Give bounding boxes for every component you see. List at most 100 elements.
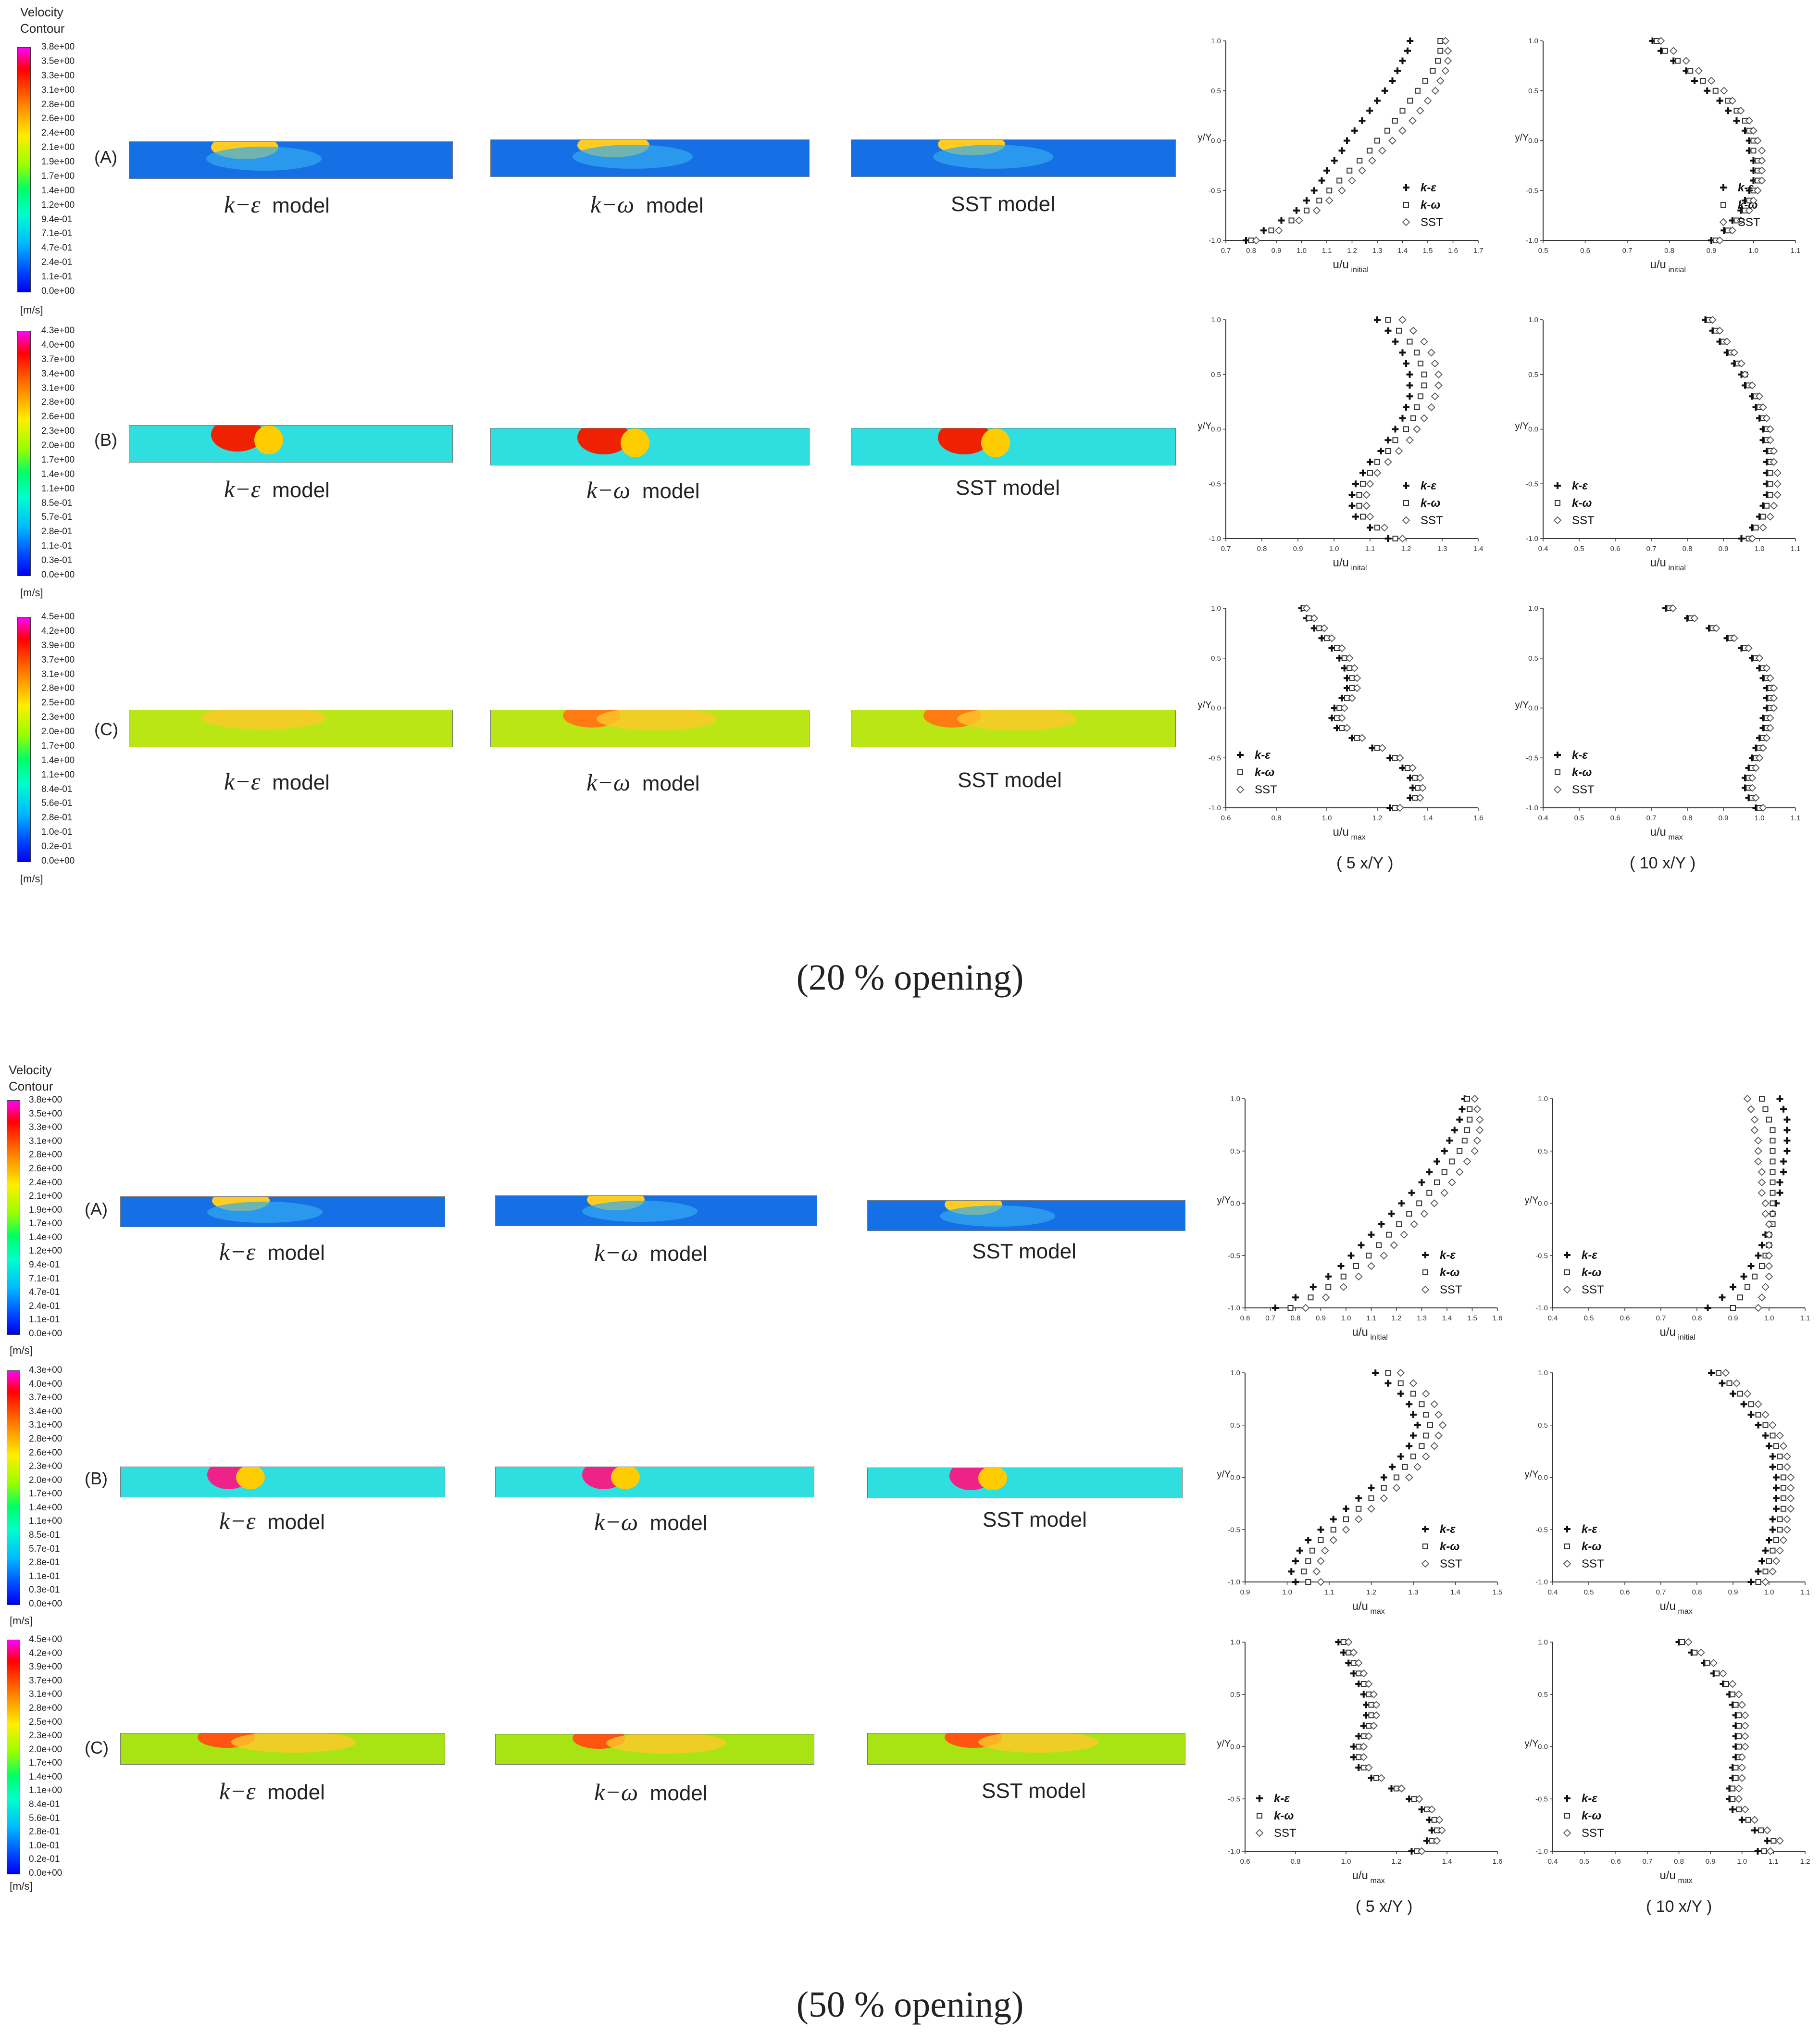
data-point-sst <box>1758 146 1766 155</box>
contour-strip-a-kw <box>490 139 810 177</box>
model-label-ke: k−ε model <box>224 191 330 218</box>
colorbar-tick-label: 8.4e-01 <box>41 784 73 794</box>
x-tick-label: 0.6 <box>1610 545 1621 553</box>
series-k-ε <box>1335 1639 1435 1855</box>
data-point-ke <box>1769 1516 1776 1523</box>
x-tick-label: 0.7 <box>1221 247 1231 255</box>
x-tick-label: 1.2 <box>1347 247 1357 255</box>
data-point-ke <box>1783 1127 1791 1134</box>
series-k-ε <box>1348 316 1413 542</box>
colorbar-tick-label: 1.1e-01 <box>41 272 73 282</box>
contour-strip-a-sst <box>867 1200 1185 1231</box>
data-point-ke <box>1780 1105 1787 1113</box>
colorbar-tick-label: 4.0e+00 <box>29 1379 62 1389</box>
legend-item-SST: SST <box>1402 514 1443 527</box>
colorbar-tick-label: 3.8e+00 <box>41 42 75 52</box>
data-point-kw <box>1461 1138 1468 1143</box>
data-point-ke <box>1458 1105 1466 1113</box>
data-point-kw <box>1687 68 1694 74</box>
data-point-sst <box>1415 1795 1423 1803</box>
data-point-sst <box>1728 1680 1737 1688</box>
data-point-kw <box>1392 118 1398 124</box>
data-point-ke <box>1769 1463 1776 1470</box>
x-axis-label: u/u <box>1650 826 1666 839</box>
contour-strip-b-ke <box>120 1467 445 1497</box>
data-point-sst <box>1772 1557 1781 1565</box>
data-point-sst <box>1342 1525 1350 1534</box>
data-point-sst <box>1473 1136 1482 1145</box>
legend-item-k-ω: k-ω <box>1403 497 1440 510</box>
data-point-kw <box>1356 492 1362 498</box>
data-point-ke <box>1380 1474 1387 1481</box>
data-point-sst <box>1779 1442 1788 1450</box>
colorbar-tick-label: 1.7e+00 <box>29 1218 62 1229</box>
model-label-sst: SST model <box>972 1240 1076 1263</box>
data-point-kw <box>1777 1527 1783 1533</box>
colorbar-tick-label: 2.8e+00 <box>29 1703 62 1713</box>
data-point-ke <box>1318 177 1325 184</box>
data-point-sst <box>1420 1209 1429 1218</box>
data-point-sst <box>1758 1178 1766 1187</box>
plot-label-10xY: ( 10 x/Y ) <box>1646 1897 1712 1916</box>
data-point-sst <box>1353 684 1361 692</box>
data-point-sst <box>1708 315 1717 324</box>
data-point-ke <box>1733 117 1740 124</box>
model-label-ke: k−ε model <box>219 1778 325 1805</box>
x-tick-label: 0.5 <box>1584 1314 1594 1322</box>
data-point-kw <box>1309 1547 1315 1554</box>
colorbar-tick-label: 1.1e+00 <box>41 483 75 494</box>
colorbar-tick-label: 1.4e+00 <box>29 1502 62 1513</box>
data-point-kw <box>1770 1838 1777 1844</box>
x-axis-label-subscript: initial <box>1351 266 1369 274</box>
data-point-sst <box>1720 87 1728 95</box>
plot-label-5xY: ( 5 x/Y ) <box>1356 1897 1413 1916</box>
data-point-ke <box>1764 1837 1771 1845</box>
data-point-sst <box>1329 1536 1338 1544</box>
x-tick-label: 1.4 <box>1450 1588 1460 1596</box>
data-point-kw <box>1403 426 1409 432</box>
data-point-kw <box>1421 382 1427 389</box>
y-tick-label: 1.0 <box>1230 1369 1240 1377</box>
data-point-sst <box>1396 1368 1405 1377</box>
x-axis-label-subscript: initial <box>1669 266 1686 274</box>
data-point-kw <box>1437 48 1444 54</box>
data-point-sst <box>1761 1410 1770 1419</box>
data-point-sst <box>1753 186 1762 195</box>
data-point-ke <box>1738 535 1745 542</box>
series-SST <box>1302 604 1427 812</box>
data-point-kw <box>1366 1253 1372 1259</box>
data-point-kw <box>1268 227 1274 234</box>
x-tick-label: 1.5 <box>1493 1588 1503 1596</box>
data-point-kw <box>1384 127 1390 134</box>
data-point-kw <box>1423 1412 1429 1418</box>
data-point-sst <box>1728 226 1737 235</box>
x-tick-label: 0.8 <box>1246 247 1256 255</box>
data-point-ke <box>1740 1401 1747 1408</box>
colorbar-tick-label: 3.1e+00 <box>41 85 75 95</box>
legend-item-k-ε: k-ε <box>1422 1523 1456 1536</box>
colorbar-a1 <box>17 47 31 292</box>
legend-item-k-ω: k-ω <box>1564 1809 1601 1822</box>
data-point-sst <box>1409 764 1417 772</box>
data-point-ke <box>1305 1537 1312 1544</box>
data-point-ke <box>1773 1505 1780 1512</box>
unit-label: [m/s] <box>20 873 43 885</box>
data-point-ke <box>1292 1579 1299 1585</box>
data-point-ke <box>1348 491 1356 498</box>
data-point-kw <box>1679 1639 1685 1645</box>
data-point-sst <box>1364 1680 1373 1688</box>
x-tick-label: 0.9 <box>1706 1857 1716 1866</box>
data-point-sst <box>1397 1784 1406 1793</box>
data-point-sst <box>1358 166 1366 175</box>
y-tick-label: 1.0 <box>1528 37 1538 45</box>
legend-label: k-ω <box>1421 199 1440 212</box>
data-point-kw <box>1396 327 1402 334</box>
data-point-ke <box>1403 482 1409 489</box>
contour-strip-b-sst <box>851 428 1176 465</box>
data-point-kw <box>1402 1464 1408 1470</box>
data-point-ke <box>1780 1168 1787 1176</box>
data-point-ke <box>1783 1116 1791 1123</box>
data-point-sst <box>1770 694 1778 703</box>
colorbar-tick-label: 3.3e+00 <box>29 1122 62 1133</box>
